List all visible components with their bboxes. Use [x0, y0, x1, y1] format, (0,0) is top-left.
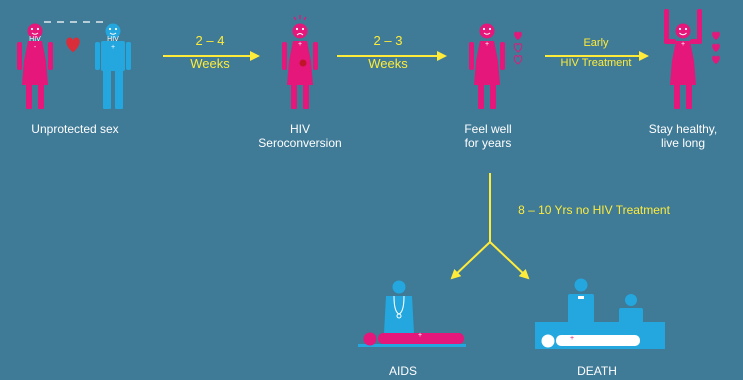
- caption-3-line2: for years: [464, 136, 512, 150]
- sick-woman-plus-sign: +: [297, 41, 303, 48]
- arrow3-top: Early: [583, 37, 609, 49]
- arrow-label-early-treatment: Early HIV Treatment: [561, 36, 632, 70]
- death-mourning-scene-icon: [535, 278, 665, 349]
- caption-stay-healthy: Stay healthy, live long: [649, 122, 717, 150]
- caption-3-line1: Feel well: [464, 122, 512, 136]
- woman-negative-sign: -: [33, 44, 37, 51]
- arrow1-bottom: Weeks: [190, 56, 230, 71]
- branch-label-no-treatment: 8 – 10 Yrs no HIV Treatment: [518, 203, 670, 217]
- arrow-to-aids: [450, 241, 491, 280]
- caption-2-line1: HIV: [289, 122, 311, 136]
- woman-hiv-tag: HIV: [29, 36, 41, 43]
- arrow2-top: 2 – 3: [373, 33, 403, 48]
- caption-unprotected-sex: Unprotected sex: [31, 122, 118, 136]
- arrow3-bottom: HIV Treatment: [560, 57, 632, 69]
- woman-feeling-well-icon: [469, 23, 505, 109]
- man-hiv-tag: HIV: [107, 36, 119, 43]
- caption-death: DEATH: [577, 364, 617, 378]
- aids-bed-plus-sign: +: [417, 332, 423, 339]
- death-bed-plus-sign: +: [569, 335, 575, 342]
- caption-4-line2: live long: [660, 136, 706, 150]
- red-heart-icon: [66, 37, 80, 53]
- man-positive-sign: +: [110, 44, 116, 51]
- arrow1-top: 2 – 4: [195, 33, 225, 48]
- caption-seroconversion: HIV Seroconversion: [258, 122, 341, 150]
- woman-sick-icon: [282, 15, 318, 109]
- aids-hospital-bed-icon: [358, 280, 466, 347]
- arrow-to-death: [489, 241, 530, 280]
- arrow-label-2-3-weeks: 2 – 3 Weeks: [368, 33, 408, 72]
- arrow2-bottom: Weeks: [368, 56, 408, 71]
- healthy-woman-plus-sign: +: [680, 41, 686, 48]
- caption-feel-well: Feel well for years: [464, 122, 511, 150]
- arrow-label-2-4-weeks: 2 – 4 Weeks: [190, 33, 230, 72]
- full-health-hearts-icon: [712, 31, 720, 64]
- caption-4-line1: Stay healthy,: [648, 122, 718, 136]
- health-hearts-icon: [513, 31, 523, 65]
- caption-aids: AIDS: [388, 364, 418, 378]
- caption-2-line2: Seroconversion: [258, 136, 342, 150]
- man-hiv-positive-icon: [95, 23, 131, 109]
- woman-celebrating-icon: [664, 9, 702, 109]
- woman-hiv-negative-icon: [17, 23, 53, 109]
- well-woman-plus-sign: +: [484, 41, 490, 48]
- caption-1-line1: Unprotected sex: [31, 122, 119, 136]
